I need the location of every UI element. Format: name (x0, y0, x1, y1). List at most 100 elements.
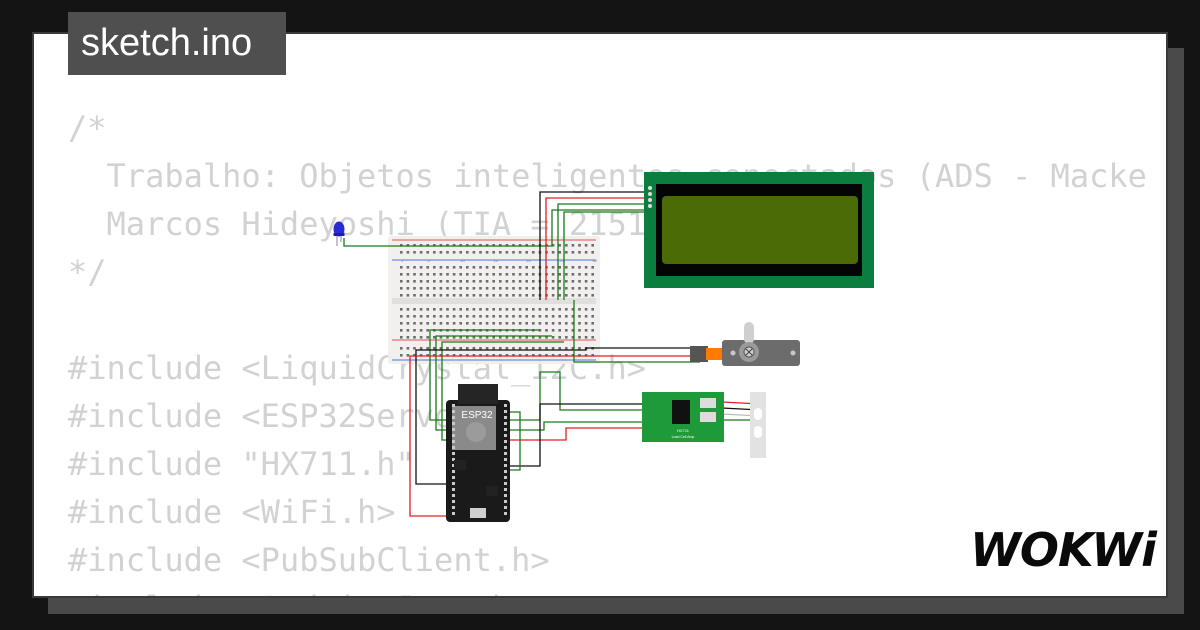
breadboard-hole (419, 244, 423, 247)
breadboard-hole (584, 244, 588, 247)
breadboard-hole (492, 308, 495, 311)
led[interactable] (333, 221, 345, 247)
esp32-pin (504, 458, 507, 461)
breadboard-column-number: 10 (460, 258, 465, 263)
breadboard-hole (419, 329, 423, 332)
breadboard-hole (571, 251, 575, 254)
breadboard-hole (578, 336, 581, 339)
breadboard-hole (565, 315, 568, 318)
breadboard-hole (545, 315, 548, 318)
esp32-pin (452, 464, 455, 467)
breadboard-hole (433, 354, 436, 357)
breadboard-hole (472, 308, 476, 311)
breadboard-hole (413, 354, 416, 357)
hx711-label: HX711 (677, 428, 690, 433)
breadboard-hole (466, 336, 469, 339)
sketch-file-title: sketch.ino (68, 12, 286, 75)
breadboard-hole (406, 251, 410, 254)
breadboard-hole (413, 329, 416, 332)
breadboard-hole (439, 287, 443, 290)
breadboard-hole (472, 251, 476, 254)
breadboard-hole (492, 287, 495, 290)
esp32-pin (504, 470, 507, 473)
breadboard-hole (558, 315, 561, 318)
breadboard-hole (439, 354, 443, 357)
breadboard-hole (466, 294, 469, 297)
breadboard-hole (518, 273, 522, 276)
breadboard-hole (578, 322, 581, 325)
breadboard-hole (525, 244, 528, 247)
breadboard-hole (512, 287, 515, 290)
esp32-board[interactable]: ESP32 (446, 384, 510, 522)
breadboard-hole (525, 294, 528, 297)
hx711-module[interactable]: HX711 Load Cell Amp (642, 392, 724, 442)
breadboard-hole (505, 336, 509, 339)
breadboard-hole (479, 347, 482, 350)
breadboard-hole (459, 251, 462, 254)
breadboard-hole (591, 280, 594, 283)
breadboard-hole (433, 322, 436, 325)
breadboard-hole (591, 354, 594, 357)
breadboard-hole (406, 308, 410, 311)
breadboard-column-number: 15 (493, 258, 498, 263)
breadboard-hole (439, 294, 443, 297)
breadboard-hole (426, 336, 429, 339)
breadboard-hole (538, 336, 542, 339)
load-cell[interactable] (750, 392, 766, 458)
breadboard-hole (452, 322, 456, 325)
breadboard-hole (459, 266, 462, 269)
breadboard-hole (433, 273, 436, 276)
breadboard-hole (466, 322, 469, 325)
code-line: #include <ArduinoJson.h> (68, 584, 1147, 596)
breadboard-hole (591, 322, 594, 325)
breadboard-hole (479, 251, 482, 254)
breadboard-hole (426, 287, 429, 290)
breadboard-hole (446, 273, 449, 276)
wire-led-green (343, 209, 648, 247)
breadboard-hole (558, 294, 561, 297)
code-line: #include <WiFi.h> (68, 493, 396, 531)
breadboard-hole (545, 347, 548, 350)
breadboard-hole (512, 354, 515, 357)
breadboard-hole (433, 315, 436, 318)
breadboard-hole (525, 280, 528, 283)
breadboard-hole (472, 287, 476, 290)
breadboard-hole (565, 251, 568, 254)
breadboard-hole (512, 322, 515, 325)
breadboard-hole (584, 251, 588, 254)
esp32-pin (504, 440, 507, 443)
breadboard-hole (565, 266, 568, 269)
servo-motor[interactable] (690, 322, 800, 366)
breadboard-hole (512, 308, 515, 311)
breadboard-hole (479, 315, 482, 318)
breadboard-hole (545, 322, 548, 325)
breadboard-hole (419, 322, 423, 325)
breadboard-hole (571, 244, 575, 247)
esp32-pin (504, 452, 507, 455)
esp32-pin (504, 434, 507, 437)
esp32-pin (504, 476, 507, 479)
breadboard-hole (584, 266, 588, 269)
breadboard-hole (426, 294, 429, 297)
breadboard-hole (466, 287, 469, 290)
breadboard-hole (439, 336, 443, 339)
esp32-pin (504, 494, 507, 497)
breadboard-hole (558, 308, 561, 311)
breadboard-hole (459, 347, 462, 350)
breadboard-hole (446, 308, 449, 311)
breadboard-hole (558, 251, 561, 254)
breadboard-hole (565, 322, 568, 325)
lcd-display[interactable] (644, 172, 874, 288)
breadboard-hole (459, 308, 462, 311)
breadboard-hole (400, 294, 403, 297)
breadboard-hole (578, 266, 581, 269)
breadboard-hole (571, 308, 575, 311)
breadboard-hole (551, 244, 555, 247)
breadboard-hole (499, 354, 502, 357)
breadboard-hole (518, 322, 522, 325)
breadboard-hole (499, 273, 502, 276)
breadboard-hole (479, 266, 482, 269)
breadboard-hole (479, 280, 482, 283)
breadboard-hole (472, 244, 476, 247)
breadboard-hole (525, 315, 528, 318)
